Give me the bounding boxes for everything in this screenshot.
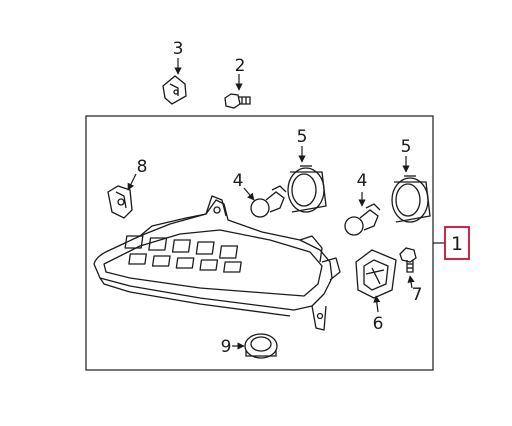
- bulb-right-part: [344, 203, 381, 236]
- callout-4-right: 4: [357, 171, 368, 191]
- callout-8: 8: [137, 157, 148, 177]
- grommet-part: [244, 333, 278, 359]
- ballast-part: [355, 249, 397, 299]
- callout-4-left: 4: [233, 171, 244, 191]
- callout-5-left: 5: [297, 127, 308, 147]
- callout-1-box[interactable]: [444, 226, 470, 260]
- clip-left-part: [107, 185, 133, 219]
- callout-4-left-leader: [243, 187, 255, 201]
- callout-7: 7: [412, 285, 423, 305]
- callout-8-leader: [127, 173, 137, 191]
- clip-upper-part: [162, 75, 187, 105]
- bulb-left-part: [250, 185, 287, 218]
- socket-right-part: [391, 175, 431, 223]
- headlamp-housing: [93, 195, 341, 331]
- callout-5-right: 5: [401, 137, 412, 157]
- callout-3: 3: [173, 39, 184, 59]
- screw-upper-part: [224, 93, 251, 109]
- callout-9: 9: [221, 337, 232, 357]
- callout-7-leader: [407, 275, 415, 289]
- callout-2: 2: [235, 56, 246, 76]
- callout-6-leader: [373, 295, 381, 313]
- callout-1: 1: [451, 233, 463, 255]
- socket-left-part: [287, 165, 327, 213]
- callout-6: 6: [373, 314, 384, 334]
- screw-right-part: [399, 247, 417, 273]
